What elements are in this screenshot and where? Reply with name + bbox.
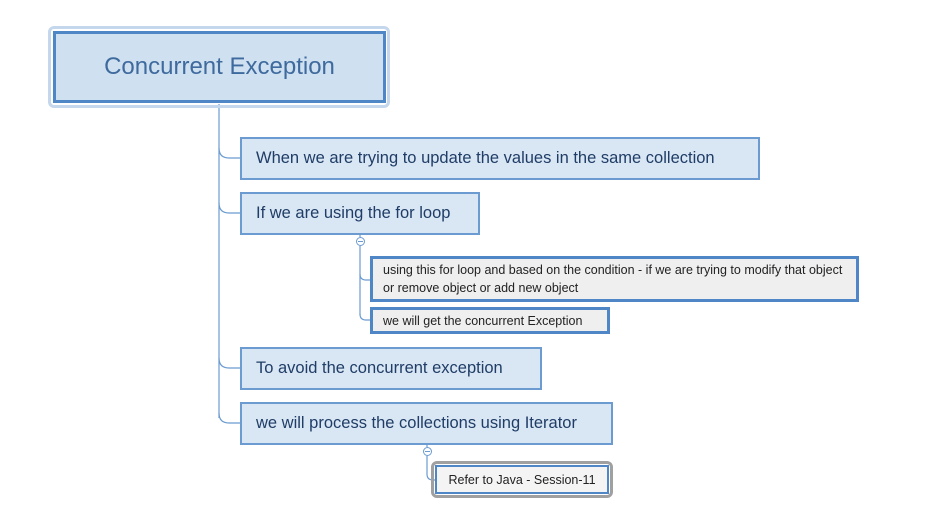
connector-sub-1	[359, 273, 371, 281]
topic-node-3[interactable]: To avoid the concurrent exception	[240, 347, 542, 390]
connector-topic-4	[218, 412, 241, 424]
topic-node-1[interactable]: When we are trying to update the values …	[240, 137, 760, 180]
root-node[interactable]: Concurrent Exception	[53, 31, 386, 103]
topic-label: When we are trying to update the values …	[256, 149, 715, 167]
connector-sub-2	[359, 313, 371, 321]
topic-label: If we are using the for loop	[256, 204, 451, 222]
root-title: Concurrent Exception	[104, 53, 335, 80]
note-node[interactable]: Refer to Java - Session-11	[435, 465, 609, 494]
subtopic-node-2[interactable]: we will get the concurrent Exception	[370, 307, 610, 334]
collapse-icon[interactable]	[423, 447, 432, 456]
connector-topic-1	[218, 147, 241, 159]
topic-node-2[interactable]: If we are using the for loop	[240, 192, 480, 235]
subtopic-label: using this for loop and based on the con…	[383, 263, 843, 295]
topic-node-4[interactable]: we will process the collections using It…	[240, 402, 613, 445]
root-node-frame	[48, 26, 390, 108]
note-label: Refer to Java - Session-11	[448, 472, 596, 487]
connector-topic-3	[218, 357, 241, 369]
subtopic-label: we will get the concurrent Exception	[383, 313, 583, 328]
note-node-frame	[431, 461, 613, 498]
topic-label: To avoid the concurrent exception	[256, 359, 503, 377]
subtopic-node-1[interactable]: using this for loop and based on the con…	[370, 256, 859, 302]
collapse-icon[interactable]	[356, 237, 365, 246]
connector-topic-2	[218, 202, 241, 214]
topic-label: we will process the collections using It…	[256, 414, 577, 432]
